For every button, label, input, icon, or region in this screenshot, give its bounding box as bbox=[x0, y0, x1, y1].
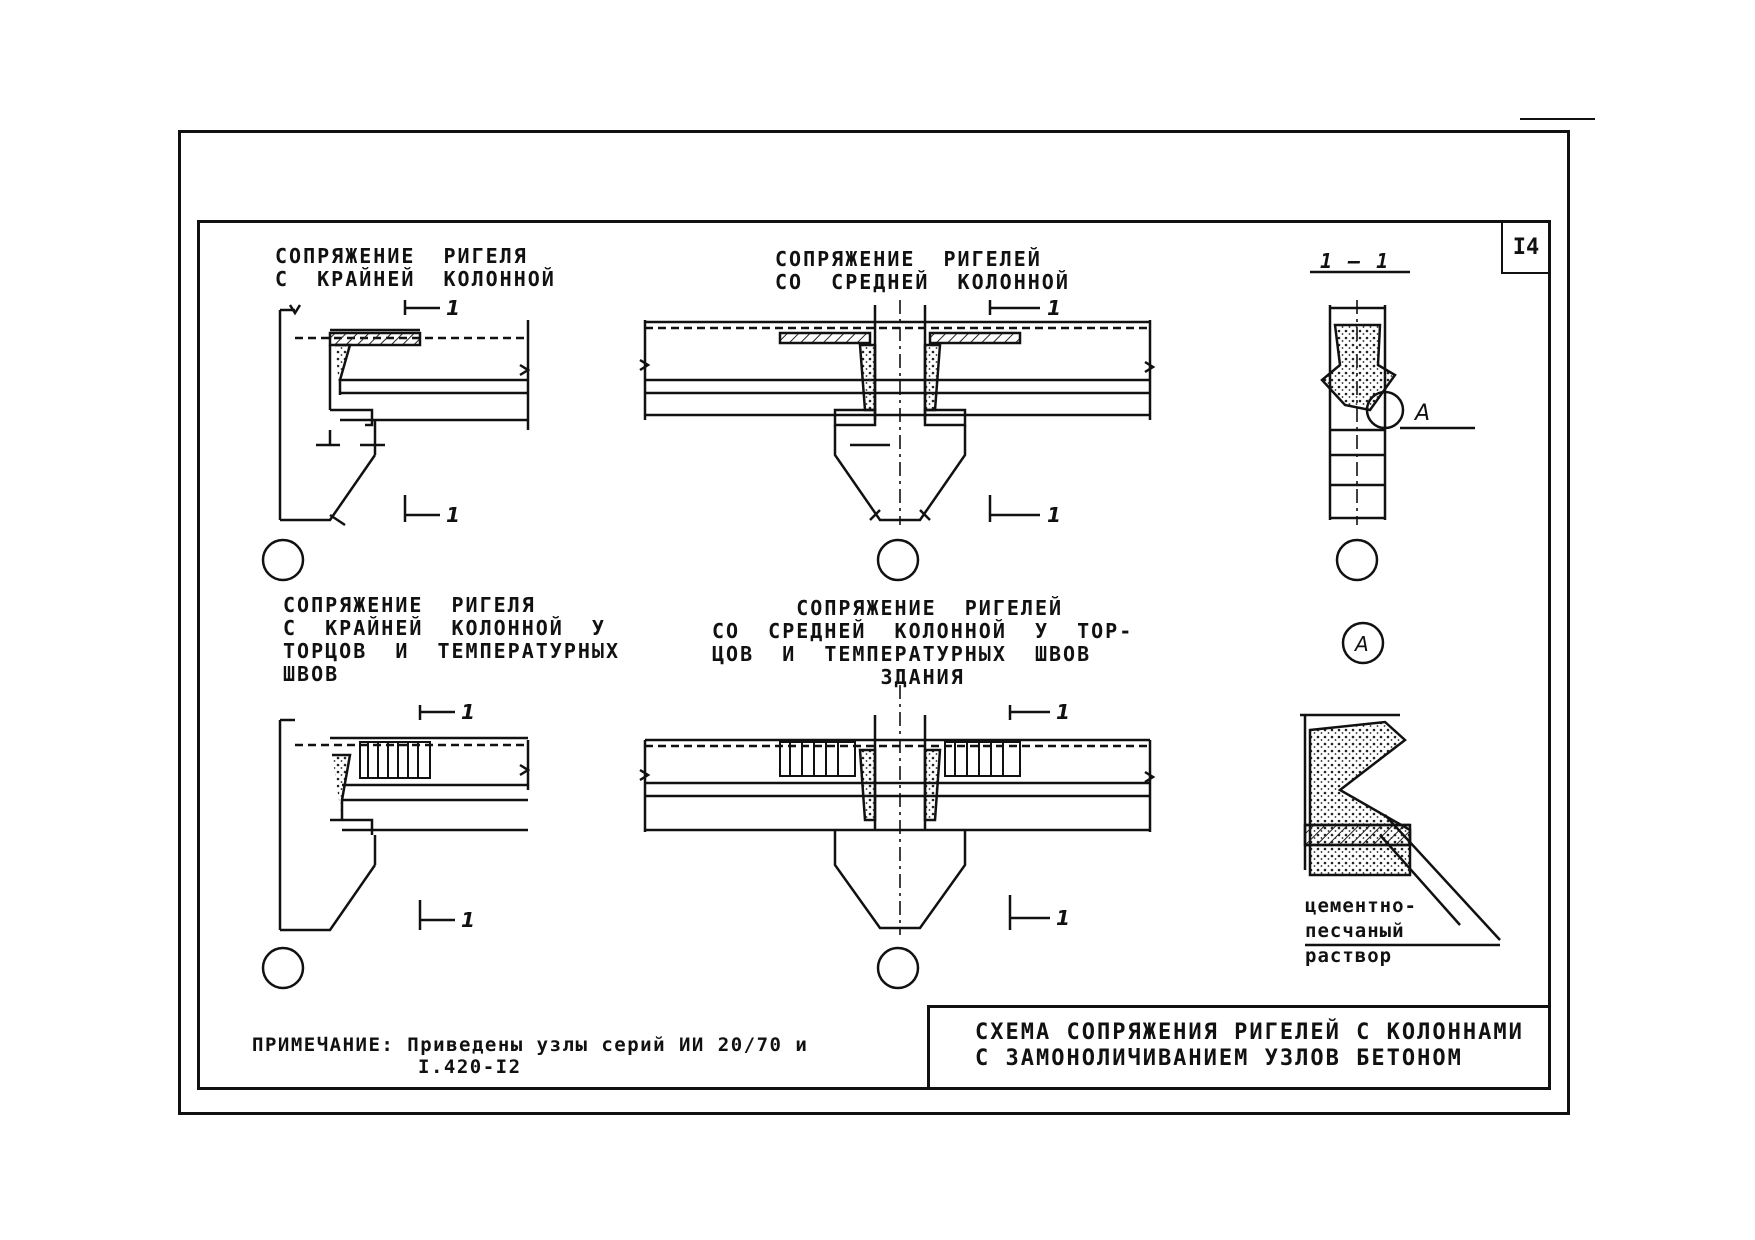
title-top-middle: СОПРЯЖЕНИЕ РИГЕЛЕЙ СО СРЕДНЕЙ КОЛОННОЙ bbox=[775, 247, 1070, 294]
section-mark-1c: 1 bbox=[1047, 296, 1061, 320]
detail-a bbox=[1300, 621, 1501, 947]
section-mark-1a: 1 bbox=[446, 296, 460, 320]
section-mark-1e: 1 bbox=[461, 700, 475, 724]
node-edge-column-joints bbox=[261, 705, 531, 990]
section-mark-1g: 1 bbox=[1056, 700, 1070, 724]
section-mark-1b: 1 bbox=[446, 503, 460, 527]
node-section-1-1 bbox=[1310, 270, 1475, 582]
detail-a-label: А bbox=[1353, 632, 1369, 656]
section-mark-1d: 1 bbox=[1047, 503, 1061, 527]
title-block-line-1: СХЕМА СОПРЯЖЕНИЯ РИГЕЛЕЙ С КОЛОННАМИ bbox=[975, 1020, 1524, 1045]
node-middle-column-joints bbox=[639, 685, 1156, 990]
frame-corner-line bbox=[1520, 118, 1595, 120]
detail-callout-label: А bbox=[1413, 401, 1430, 426]
section-mark-1h: 1 bbox=[1056, 906, 1070, 930]
title-top-left: СОПРЯЖЕНИЕ РИГЕЛЯ С КРАЙНЕЙ КОЛОННОЙ bbox=[275, 244, 556, 291]
node-middle-column bbox=[639, 300, 1156, 582]
drawing-inner-frame bbox=[197, 220, 1551, 1090]
title-bottom-middle: СОПРЯЖЕНИЕ РИГЕЛЕЙ СО СРЕДНЕЙ КОЛОННОЙ У… bbox=[712, 596, 1134, 689]
drawing-outer-frame bbox=[178, 130, 1570, 1115]
node-edge-column bbox=[261, 300, 531, 582]
note-line-1: ПРИМЕЧАНИЕ: Приведены узлы серий ИИ 20/7… bbox=[252, 1034, 809, 1056]
title-bottom-left: СОПРЯЖЕНИЕ РИГЕЛЯ С КРАЙНЕЙ КОЛОННОЙ У Т… bbox=[283, 593, 620, 686]
note-line-2: I.420-I2 bbox=[418, 1056, 522, 1078]
title-block-line-2: С ЗАМОНОЛИЧИВАНИЕМ УЗЛОВ БЕТОНОМ bbox=[975, 1046, 1463, 1071]
sheet-number: I4 bbox=[1501, 222, 1549, 274]
section-label: 1 – 1 bbox=[1320, 249, 1391, 273]
mortar-label: цементно- песчаный раствор bbox=[1305, 895, 1417, 967]
title-block: СХЕМА СОПРЯЖЕНИЯ РИГЕЛЕЙ С КОЛОННАМИ С З… bbox=[927, 1005, 1551, 1090]
section-mark-1f: 1 bbox=[461, 908, 475, 932]
